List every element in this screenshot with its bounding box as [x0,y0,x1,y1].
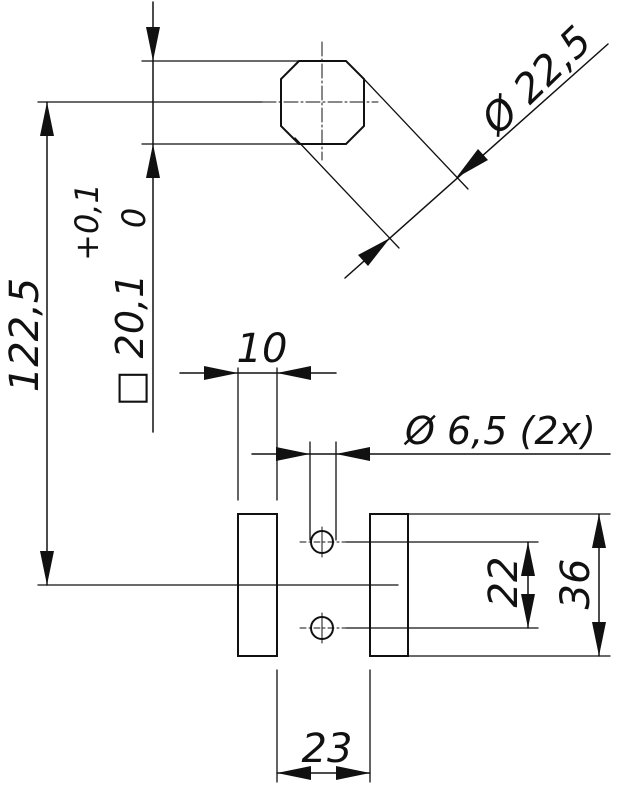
arrow-spacing-top [521,542,535,576]
label-square-size: □ 20,1 [108,274,152,407]
arrow-hole-left [276,447,310,461]
arrow-spacing-bottom [521,594,535,628]
diameter-extension-2 [294,137,400,249]
label-hole-spacing: 22 [481,557,527,608]
label-bottom-spacing: 23 [302,726,353,772]
left-block [237,513,278,657]
label-diameter-large: Ø 22,5 [472,18,601,145]
arrow-height-top [40,102,54,136]
arrow-bottom-left [277,766,311,780]
label-height-total: 122,5 [2,278,48,393]
label-slot-width: 10 [237,326,288,372]
arrow-hole-right [336,447,370,461]
arrow-height-bottom [40,551,54,585]
arrow-square-bottom [146,144,160,178]
label-diameter-holes: Ø 6,5 (2x) [403,409,596,453]
arrow-square-top [146,27,160,61]
arrow-slot-right [277,366,311,380]
diameter-extension-1 [363,78,469,190]
label-block-height: 36 [553,559,599,610]
right-block [369,513,409,657]
label-tolerance-upper: +0,1 [68,183,106,261]
arrow-slot-left [204,366,238,380]
arrow-block-top [592,514,606,548]
arrow-diameter-lower [358,238,390,266]
arrow-block-bottom [592,622,606,656]
arrow-diameter-upper [456,149,488,178]
arrow-bottom-right [336,766,370,780]
label-tolerance-lower: 0 [115,208,153,228]
octagon-profile [280,60,365,145]
